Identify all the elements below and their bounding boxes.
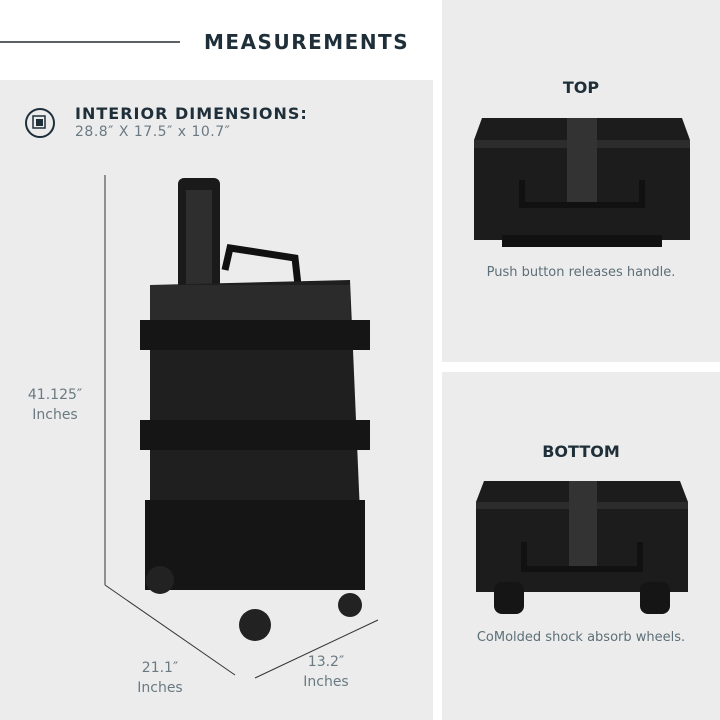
top-view-panel: TOP Push button releases handle. [442, 0, 720, 362]
rolling-case-image [140, 178, 370, 641]
page-title: MEASUREMENTS [204, 30, 410, 54]
height-dimension: 41.125″ Inches [20, 385, 90, 425]
width-unit: Inches [137, 680, 183, 696]
width-value: 21.1″ [141, 660, 179, 676]
depth-dimension: 13.2″ Inches [296, 652, 356, 692]
bottom-heading: BOTTOM [542, 442, 620, 461]
top-view-case-image [474, 118, 690, 247]
depth-unit: Inches [303, 674, 349, 690]
header-rule [0, 41, 180, 43]
bottom-caption: CoMolded shock absorb wheels. [476, 630, 686, 645]
bottom-view-panel: BOTTOM CoMolded shock absorb wheels. [442, 372, 720, 720]
width-dimension: 21.1″ Inches [130, 658, 190, 698]
main-case-panel: INTERIOR DIMENSIONS: 28.8″ X 17.5″ x 10.… [0, 80, 433, 720]
height-unit: Inches [32, 407, 78, 423]
bottom-view-case-image [476, 481, 688, 614]
depth-value: 13.2″ [307, 654, 345, 670]
interior-dimensions-label: INTERIOR DIMENSIONS: [75, 104, 308, 123]
height-value: 41.125″ [27, 387, 83, 403]
top-caption: Push button releases handle. [486, 265, 676, 280]
interior-dimensions-value: 28.8″ X 17.5″ x 10.7″ [75, 124, 231, 140]
top-heading: TOP [562, 78, 600, 97]
interior-dimension-icon [25, 108, 55, 138]
case-dimension-diagram [25, 108, 379, 679]
